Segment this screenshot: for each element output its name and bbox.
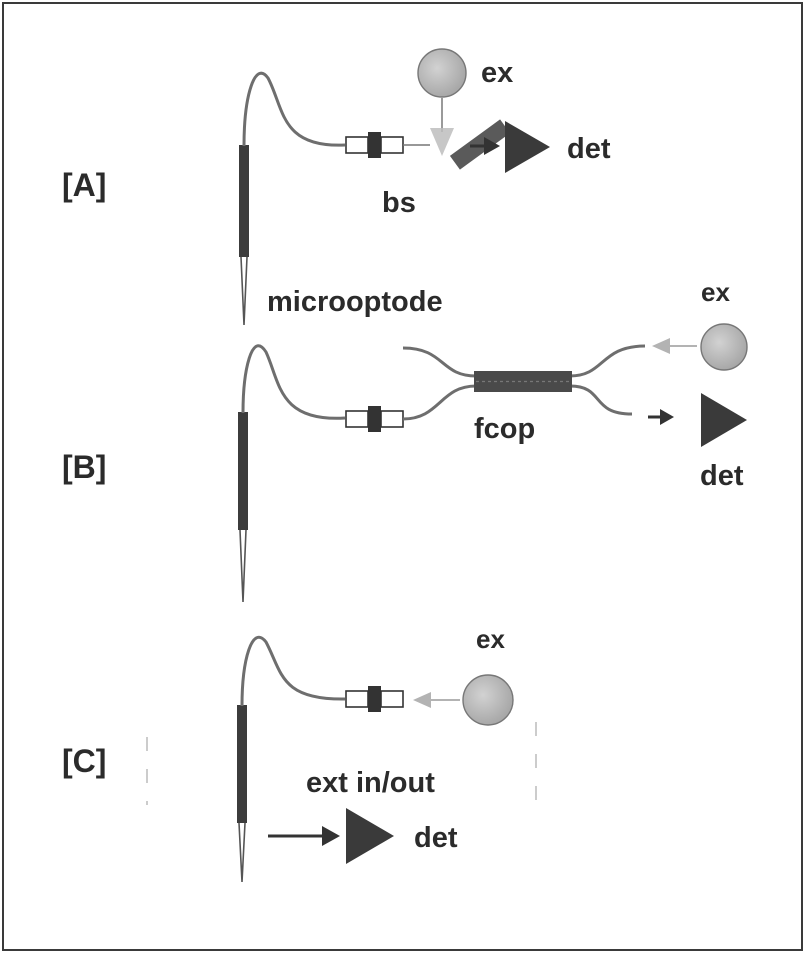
detector-label-c: det bbox=[414, 822, 458, 854]
fiber-coupler bbox=[474, 371, 572, 392]
microoptode-tip bbox=[240, 256, 248, 326]
coupler-fiber-free bbox=[402, 346, 477, 378]
fiber-c bbox=[240, 635, 346, 707]
microoptode-body-c bbox=[237, 705, 247, 823]
panel-a-tag: [A] bbox=[62, 167, 106, 203]
excitation-label-c: ex bbox=[476, 624, 505, 654]
beamsplitter-label: bs bbox=[382, 187, 416, 219]
fiber-b bbox=[241, 344, 346, 420]
detector-label-a: det bbox=[567, 133, 611, 165]
fiber-connector-a bbox=[345, 132, 404, 158]
excitation-source-a bbox=[417, 48, 467, 98]
fiber-a bbox=[242, 71, 346, 147]
detector-label-b: det bbox=[700, 460, 744, 492]
detector-b bbox=[701, 393, 747, 447]
excitation-source-c bbox=[462, 674, 514, 726]
microoptode-body bbox=[239, 145, 249, 257]
panel-c-tag: [C] bbox=[62, 743, 106, 779]
microoptode-body-b bbox=[238, 412, 248, 530]
panel-b: [B] fcop ex det bbox=[62, 277, 748, 603]
coupler-label: fcop bbox=[474, 413, 535, 445]
coupler-fiber-probe bbox=[402, 384, 477, 421]
detector-a bbox=[505, 121, 550, 173]
light-arrow-b bbox=[652, 338, 670, 354]
coupler-fiber-detector bbox=[569, 384, 633, 416]
panel-c: [C] ex ext in/out det bbox=[62, 624, 537, 883]
detector-c bbox=[346, 808, 394, 864]
light-arrow-c bbox=[413, 692, 431, 708]
mode-label: ext in/out bbox=[306, 767, 435, 799]
excitation-source-b bbox=[700, 323, 748, 371]
microoptode-tip-c bbox=[238, 822, 246, 883]
microoptode-tip-b bbox=[239, 529, 247, 603]
coupler-fiber-source bbox=[569, 344, 646, 378]
panel-a: [A] ex det bs microoptode bbox=[62, 48, 611, 326]
excitation-label-b: ex bbox=[701, 277, 730, 307]
fiber-connector-c bbox=[345, 686, 404, 712]
fiber-connector-b bbox=[345, 406, 404, 432]
microoptode-label: microoptode bbox=[267, 286, 443, 318]
excitation-label-a: ex bbox=[481, 57, 513, 89]
panel-b-tag: [B] bbox=[62, 449, 106, 485]
